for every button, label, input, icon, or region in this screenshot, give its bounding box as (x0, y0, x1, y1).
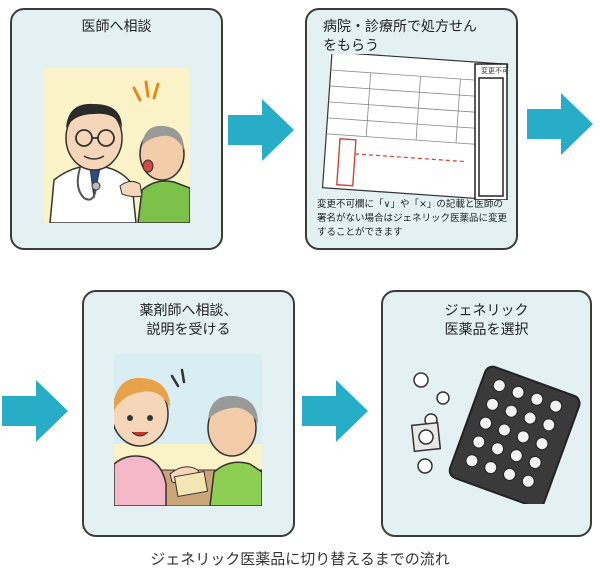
step-card-prescription: 病院・診療所で処方せん をもらう 変更不可 変更不可欄に「∨」や「×」の記載と医… (305, 8, 518, 250)
step-title-generic: ジェネリック 医薬品を選択 (444, 303, 529, 338)
pharmacist-patient-illustration (114, 354, 262, 506)
pill-blister-illustration (410, 365, 581, 504)
step-title-pharmacist: 薬剤師へ相談、 説明を受ける (139, 303, 238, 338)
step-card-pharmacist: 薬剤師へ相談、 説明を受ける (82, 290, 295, 537)
prescription-form-illustration (321, 54, 509, 200)
diagram-caption: ジェネリック医薬品に切り替えるまでの流れ (150, 550, 450, 568)
arrow-right-icon (527, 93, 593, 155)
form-stamp-label: 変更不可 (481, 67, 509, 75)
step-card-generic: ジェネリック 医薬品を選択 (381, 290, 592, 537)
step-title-prescription: 病院・診療所で処方せん をもらう (323, 19, 477, 54)
doctor-patient-illustration (44, 68, 190, 223)
step-card-doctor: 医師へ相談 (10, 8, 223, 250)
prescription-note: 変更不可欄に「∨」や「×」の記載と医師の署名がない場合はジェネリック医薬品に変更… (317, 199, 508, 238)
arrow-right-icon (2, 380, 68, 442)
arrow-right-icon (228, 99, 294, 161)
step-title-doctor: 医師へ相談 (81, 19, 152, 35)
arrow-right-icon (302, 380, 368, 442)
